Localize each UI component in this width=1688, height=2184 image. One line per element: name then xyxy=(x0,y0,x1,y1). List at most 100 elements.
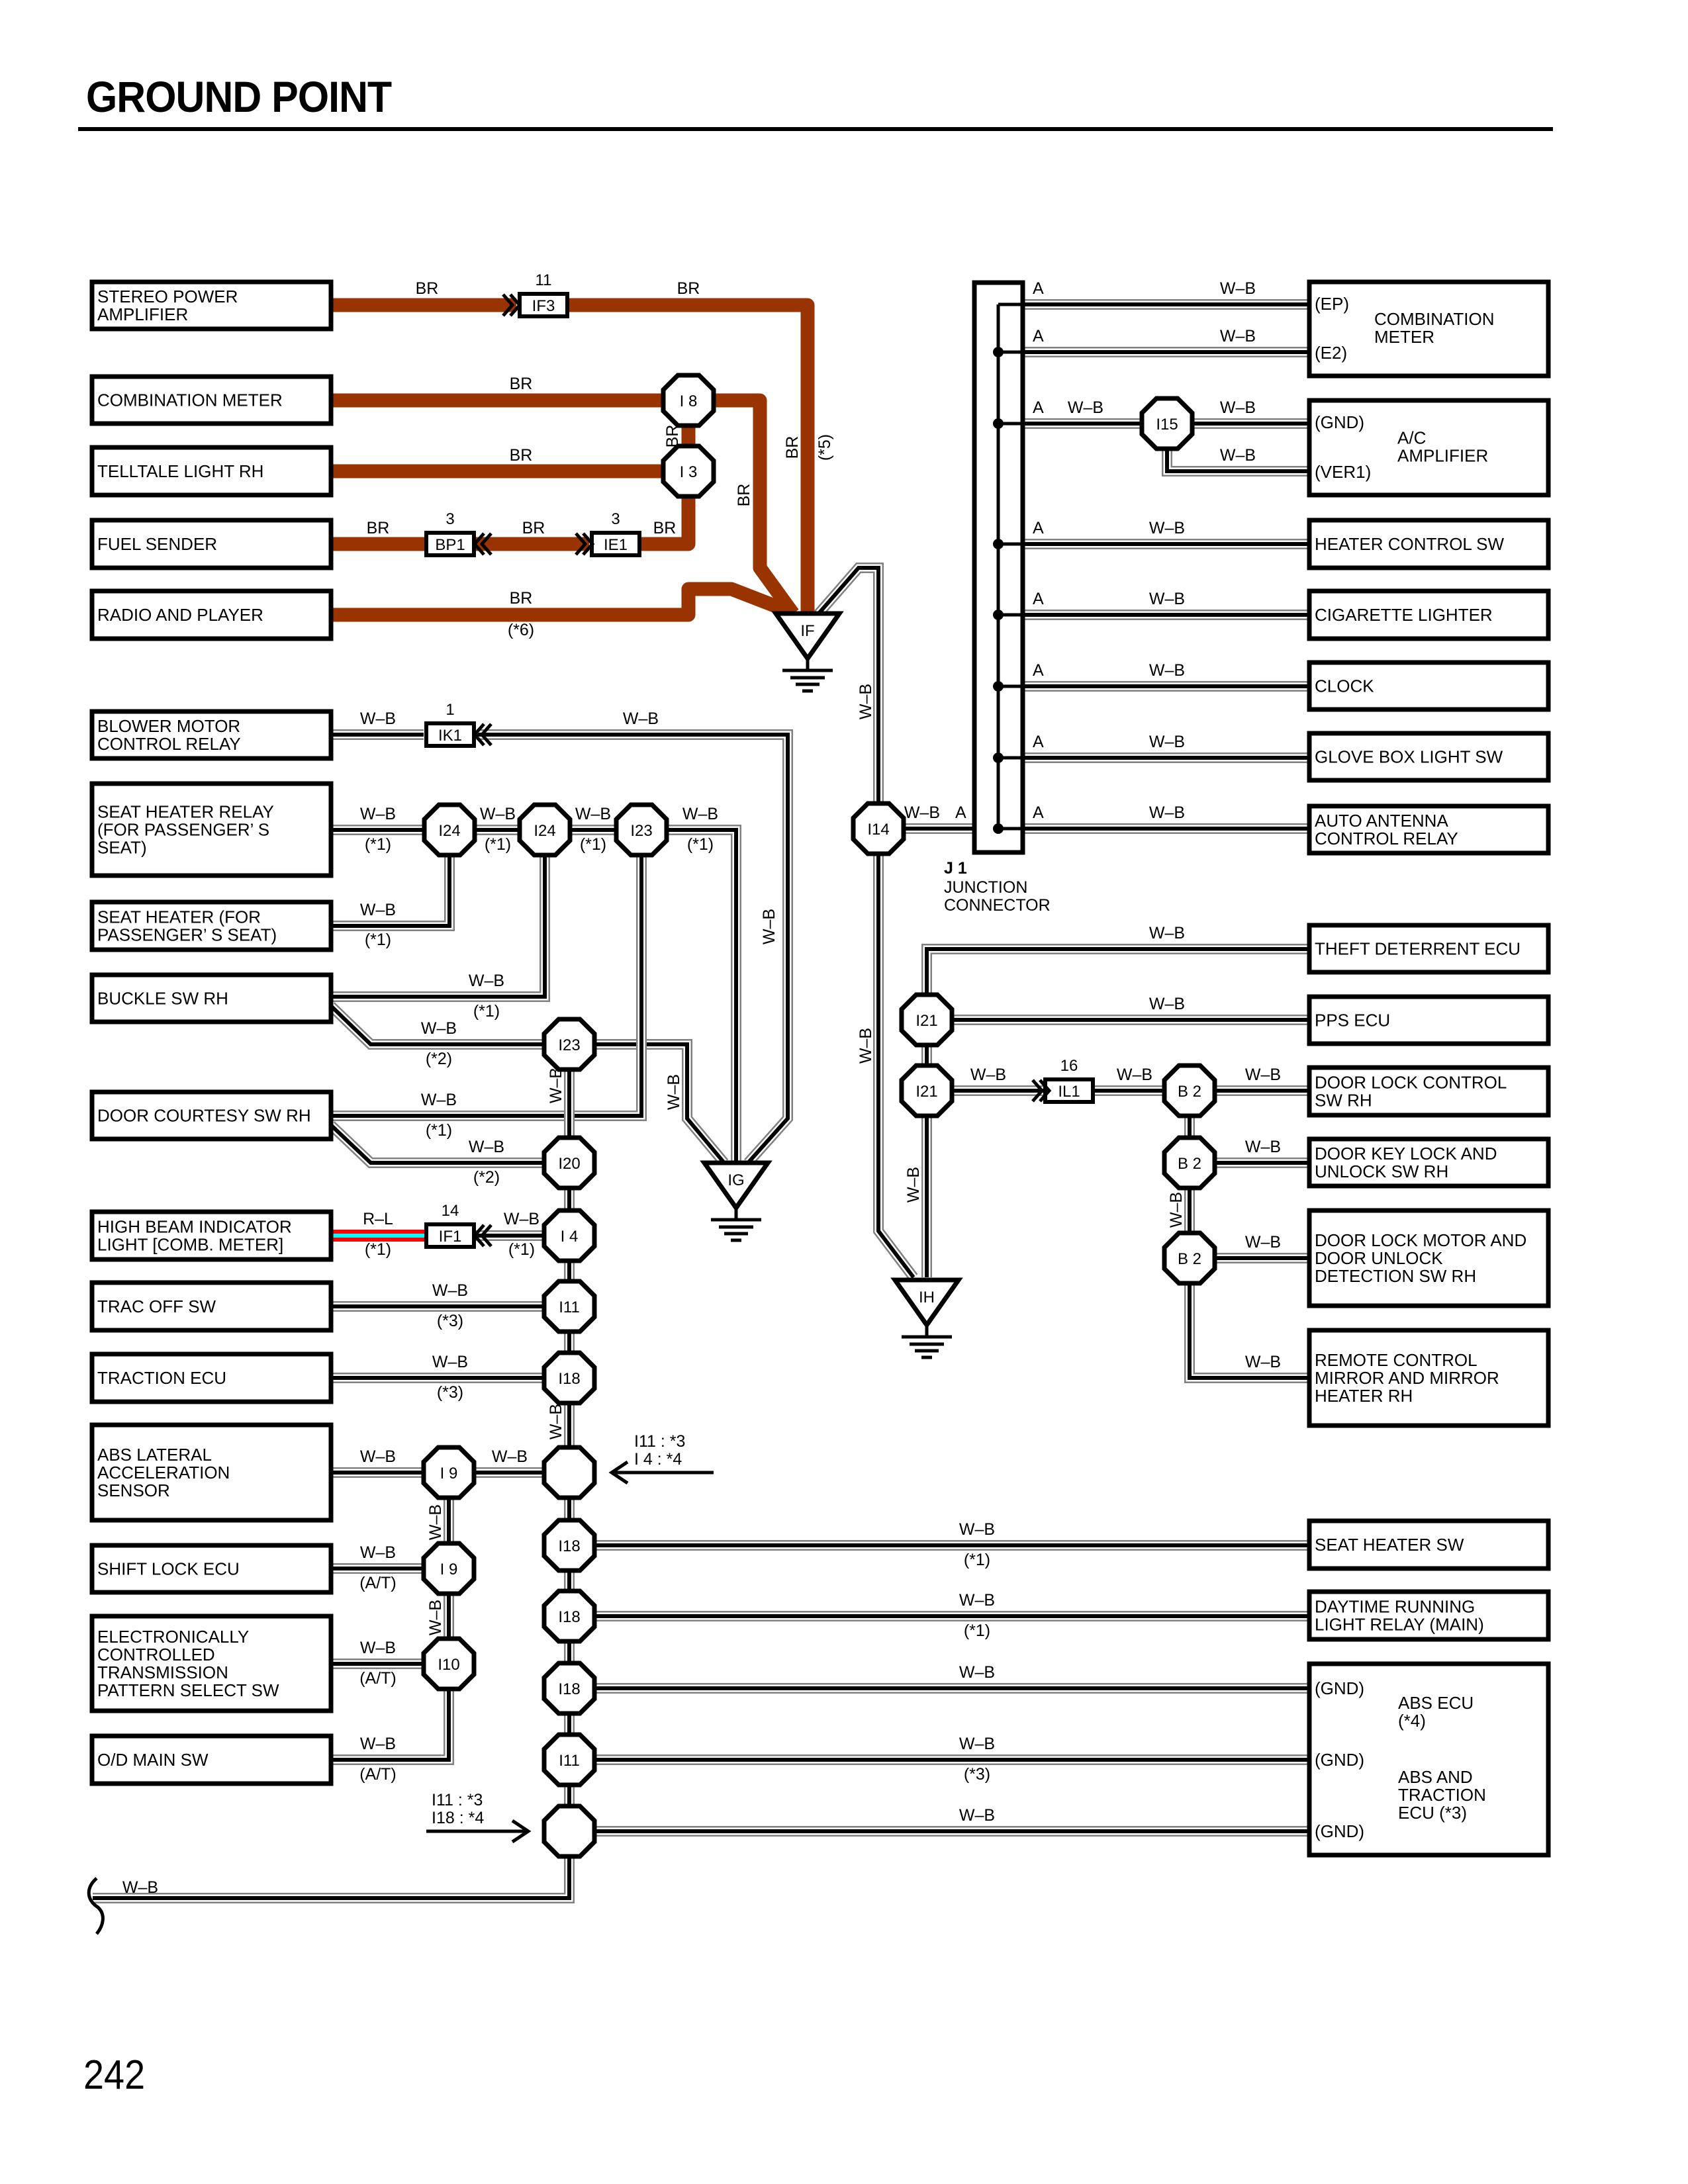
component-label-seat-heater-relay: SEAT) xyxy=(97,838,147,858)
wire-label: W–B xyxy=(575,805,611,823)
component-label-abs-traction-ecu: TRACTION xyxy=(1398,1785,1486,1805)
wire-label: W–B xyxy=(360,1543,396,1562)
note-label: (*3) xyxy=(437,1312,463,1330)
component-box-cigarette-lighter xyxy=(1307,588,1551,641)
wire-label-vertical: BR xyxy=(735,484,753,507)
wb-wire-door-courtesy-i20-w-inner xyxy=(329,1123,544,1165)
junction-spine-i23 xyxy=(541,1017,597,1072)
chevron-stroke xyxy=(472,532,485,556)
wb-wire-spine-to-left xyxy=(93,1856,575,1903)
wire-label-vertical: W–B xyxy=(760,909,778,944)
wire-label: W–B xyxy=(959,1735,995,1753)
wire-label-vertical: W–B xyxy=(1167,1192,1186,1228)
component-box-abs-ecus xyxy=(1307,1661,1551,1858)
component-box-abs-lateral-acceleration-sensor xyxy=(89,1422,334,1523)
component-box-auto-antenna-control-relay xyxy=(1307,803,1551,856)
junction-i14-label: I14 xyxy=(867,821,889,839)
component-box-glove-box-light-sw xyxy=(1307,731,1551,783)
wb-wire-i23-door-courtesy xyxy=(331,855,647,1121)
chevron-stroke xyxy=(1039,1079,1052,1103)
wb-wire-ik1-ig-w-inner xyxy=(477,733,790,1165)
connector-if1 xyxy=(424,1222,476,1249)
connector-il1-pin: 16 xyxy=(1060,1057,1078,1075)
wb-wire-spine-to-left-w-outer xyxy=(93,1856,575,1903)
wire-label: W–B xyxy=(1149,733,1185,751)
component-label-theft-deterrent-ecu: THEFT DETERRENT ECU xyxy=(1315,939,1521,959)
pin-label-ac-amplifier: (VER1) xyxy=(1315,462,1371,482)
chevron-stroke xyxy=(575,532,588,556)
junction-b2-3 xyxy=(1162,1230,1217,1286)
connector-if1-label: IF1 xyxy=(439,1228,462,1246)
component-label-abs-traction-ecu: ECU (*3) xyxy=(1398,1803,1467,1823)
j1-pin-label: A xyxy=(1033,590,1044,608)
wb-wire-i21-theft-w-outer xyxy=(921,944,1309,995)
j1-splice-dot xyxy=(993,418,1004,429)
wb-wire-i23-ig-w-inner xyxy=(667,828,738,1163)
component-label-drl-relay: LIGHT RELAY (MAIN) xyxy=(1315,1615,1484,1635)
component-label-seat-heater-sw: SEAT HEATER SW xyxy=(1315,1535,1464,1555)
junction-spine-i4 xyxy=(541,1208,597,1263)
il1-chevron xyxy=(1031,1079,1052,1103)
junction-spine-i18-label: I18 xyxy=(558,1680,580,1698)
wb-wire-i24-buckle-w-inner xyxy=(331,855,547,999)
wb-wire-i10-od xyxy=(331,1689,454,1765)
ie1-chevron xyxy=(575,532,595,556)
wire-label: W–B xyxy=(1245,1353,1281,1371)
wire-label: W–B xyxy=(682,805,718,823)
pin-label-gnd: (GND) xyxy=(1315,1821,1364,1841)
j1-pin-label: A xyxy=(1033,519,1044,537)
note-label: (*1) xyxy=(485,835,511,854)
component-label-radio-and-player: RADIO AND PLAYER xyxy=(97,605,263,625)
component-box-drl-relay xyxy=(1307,1589,1551,1642)
component-label-ect-pattern-select-sw: PATTERN SELECT SW xyxy=(97,1680,279,1700)
component-box-traction-ecu xyxy=(89,1351,334,1404)
wb-wire-i21-theft-w-white xyxy=(923,945,1309,995)
br-wire-radio xyxy=(331,582,787,622)
junction-i3 xyxy=(661,443,716,499)
wire-label-vertical: W–B xyxy=(665,1074,683,1110)
junction-i9-a xyxy=(421,1445,477,1500)
annotation-lower: I11 : *3 xyxy=(432,1791,483,1809)
wire-label-vertical: W–B xyxy=(857,684,875,719)
wb-wire-ik1-ig xyxy=(477,729,793,1167)
wire-label: BR xyxy=(522,519,545,537)
note-label: (*1) xyxy=(365,931,391,949)
component-label-ect-pattern-select-sw: TRANSMISSION xyxy=(97,1662,228,1682)
wire-label: W–B xyxy=(360,805,396,823)
note-label: (*1) xyxy=(473,1002,500,1021)
component-label-stereo-power-amplifier: STEREO POWER xyxy=(97,287,238,306)
wire-label-vertical: W–B xyxy=(426,1504,445,1540)
j1-pin-label: A xyxy=(1033,398,1044,417)
wire-label-vertical: W–B xyxy=(426,1600,445,1635)
br-wire-stereo-b xyxy=(569,298,815,614)
wire-label: W–B xyxy=(1220,446,1256,465)
component-label-high-beam-indicator-light: HIGH BEAM INDICATOR xyxy=(97,1217,292,1237)
junction-spine-i20 xyxy=(541,1135,597,1191)
component-box-remote-control-mirror xyxy=(1307,1328,1551,1428)
note-label: (*2) xyxy=(426,1050,452,1068)
wb-wire-i14-ih-w-inner xyxy=(876,854,915,1279)
wb-wire-i15-ver1-w-inner xyxy=(1165,449,1309,473)
wire-label: W–B xyxy=(904,803,940,822)
junction-spine-i20-label: I20 xyxy=(558,1155,580,1173)
wire-label: W–B xyxy=(122,1878,158,1897)
junction-spine-i18 xyxy=(541,1518,597,1573)
pin-label-combination-meter-r: (E2) xyxy=(1315,343,1347,363)
junction-i14 xyxy=(851,801,906,856)
component-label-remote-control-mirror: HEATER RH xyxy=(1315,1386,1413,1406)
wire-break-icon xyxy=(87,1877,105,1935)
wire-label: W–B xyxy=(360,1639,396,1657)
component-label-shift-lock-ecu: SHIFT LOCK ECU xyxy=(97,1559,240,1579)
wire-label: W–B xyxy=(970,1066,1006,1084)
component-label-ac-amplifier: A/C xyxy=(1397,428,1426,448)
component-label-door-key-lock-unlock-sw-rh: UNLOCK SW RH xyxy=(1315,1161,1448,1181)
component-label-abs-ecu: ABS ECU xyxy=(1398,1693,1474,1713)
if1-chevron xyxy=(472,1224,492,1248)
junction-i24-b-label: I24 xyxy=(534,822,555,840)
wire-label-vertical: W–B xyxy=(547,1068,565,1103)
wb-wire-i21-theft-w-inner xyxy=(925,947,1309,995)
wire-label: W–B xyxy=(959,1520,995,1539)
junction-i9-b-label: I 9 xyxy=(440,1561,458,1578)
chevron-stroke xyxy=(472,723,485,747)
